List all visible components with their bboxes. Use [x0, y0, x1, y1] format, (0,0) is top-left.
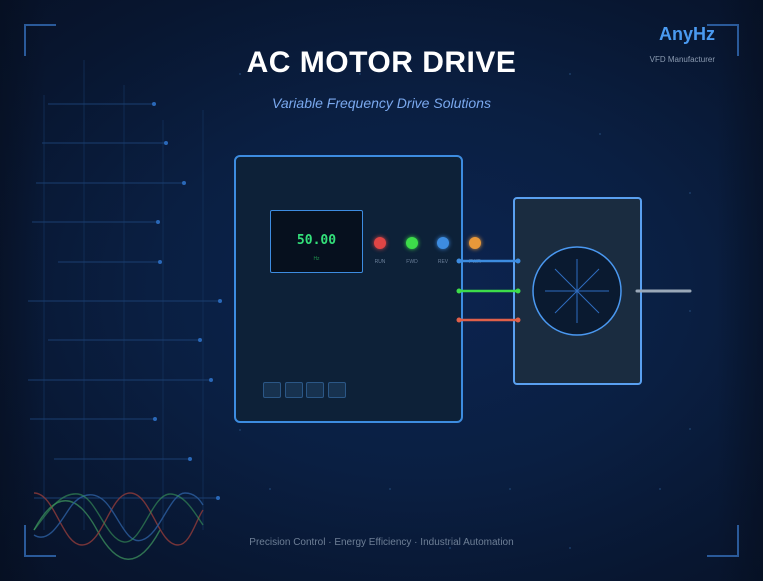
- frequency-value: 50.00: [296, 233, 337, 248]
- sine-wave-icon: [33, 492, 204, 560]
- corner-bracket-top-left: [24, 24, 56, 56]
- rev-led-label: REV: [437, 259, 449, 265]
- keypad-button-1[interactable]: [263, 382, 281, 398]
- fwd-led-label: FWD: [406, 259, 418, 265]
- motor-fan-icon: [532, 246, 622, 336]
- frequency-display: 50.00 Hz: [270, 210, 363, 273]
- run-led-icon: [374, 237, 386, 249]
- phase-cables: [456, 258, 521, 323]
- vfd-drive-unit: 50.00 Hz RUN FWD REV PWR: [234, 155, 481, 423]
- corner-bracket-bottom-right: [707, 525, 739, 557]
- run-led-label: RUN: [374, 259, 386, 265]
- keypad-button-4[interactable]: [328, 382, 346, 398]
- corner-bracket-bottom-left: [24, 525, 56, 557]
- fwd-led-icon: [406, 237, 418, 249]
- frequency-unit: Hz: [313, 256, 320, 262]
- rev-led-icon: [437, 237, 449, 249]
- keypad-button-2[interactable]: [285, 382, 303, 398]
- page-subtitle: Variable Frequency Drive Solutions: [272, 95, 491, 111]
- brand-tagline: VFD Manufacturer: [649, 55, 715, 64]
- pwr-led-icon: [469, 237, 481, 249]
- page-title: AC MOTOR DRIVE: [246, 46, 517, 79]
- keypad-button-3[interactable]: [306, 382, 324, 398]
- footer-tagline: Precision Control · Energy Efficiency · …: [249, 537, 514, 548]
- brand-logo: AnyHz: [658, 24, 715, 44]
- corner-bracket-top-right: [707, 24, 739, 56]
